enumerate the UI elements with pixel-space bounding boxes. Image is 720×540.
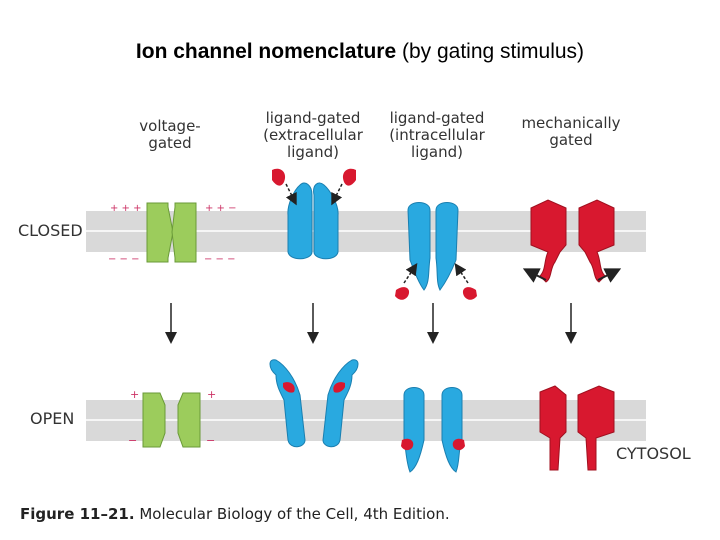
extracellular-ligand-icon — [272, 168, 356, 186]
row-label-open: OPEN — [30, 409, 75, 428]
bound-intracellular-ligand-icon — [401, 438, 465, 451]
voltage-channel-open — [142, 392, 201, 448]
transition-arrows — [165, 303, 577, 344]
caption-figure-number: Figure 11–21. — [20, 505, 135, 523]
column-label-voltage-gated: voltage- gated — [139, 117, 201, 152]
charge-closed-top-right: + + − — [205, 203, 237, 214]
ligand-approach-arrow-left — [285, 183, 297, 206]
ligand-approach-arrow-right — [331, 183, 343, 206]
charge-open-bottom-left: − — [128, 434, 137, 447]
column-label-ligand-intracellular: ligand-gated (intracellular ligand) — [389, 109, 485, 161]
figure-caption: Figure 11–21. Molecular Biology of the C… — [20, 505, 450, 523]
intracellular-ligand-arrow-right — [454, 263, 469, 284]
ligand-int-channel-open — [403, 387, 463, 473]
cytosol-label: CYTOSOL — [616, 444, 691, 463]
charge-open-bottom-right: − — [206, 434, 215, 447]
mechanical-force-arrow-right — [597, 268, 622, 283]
charge-open-top-left: + — [130, 388, 139, 401]
charge-closed-bottom-left: − − − — [108, 254, 140, 265]
row-label-closed: CLOSED — [18, 221, 83, 240]
charge-closed-bottom-right: − − − — [204, 254, 236, 265]
bound-ligand-icon — [283, 382, 345, 393]
title-main: Ion channel nomenclature — [135, 40, 397, 63]
mechanical-force-arrow-left — [522, 268, 547, 283]
column-label-ligand-extracellular: ligand-gated (extracellular ligand) — [263, 109, 363, 161]
charge-open-top-right: + — [207, 388, 216, 401]
column-label-mechanically-gated: mechanically gated — [521, 114, 621, 149]
intracellular-ligand-icon — [395, 287, 477, 300]
charge-closed-top-left: + + + — [110, 203, 142, 214]
mechanical-channel-open — [539, 385, 615, 471]
title-sub: (by gating stimulus) — [401, 40, 585, 63]
caption-text: Molecular Biology of the Cell, 4th Editi… — [139, 505, 450, 523]
page-title: Ion channel nomenclature (by gating stim… — [0, 40, 720, 64]
intracellular-ligand-arrow-left — [403, 263, 418, 284]
voltage-channel-closed — [146, 202, 197, 263]
mechanical-channel-closed — [530, 199, 615, 283]
ligand-ext-channel-open — [269, 359, 359, 448]
